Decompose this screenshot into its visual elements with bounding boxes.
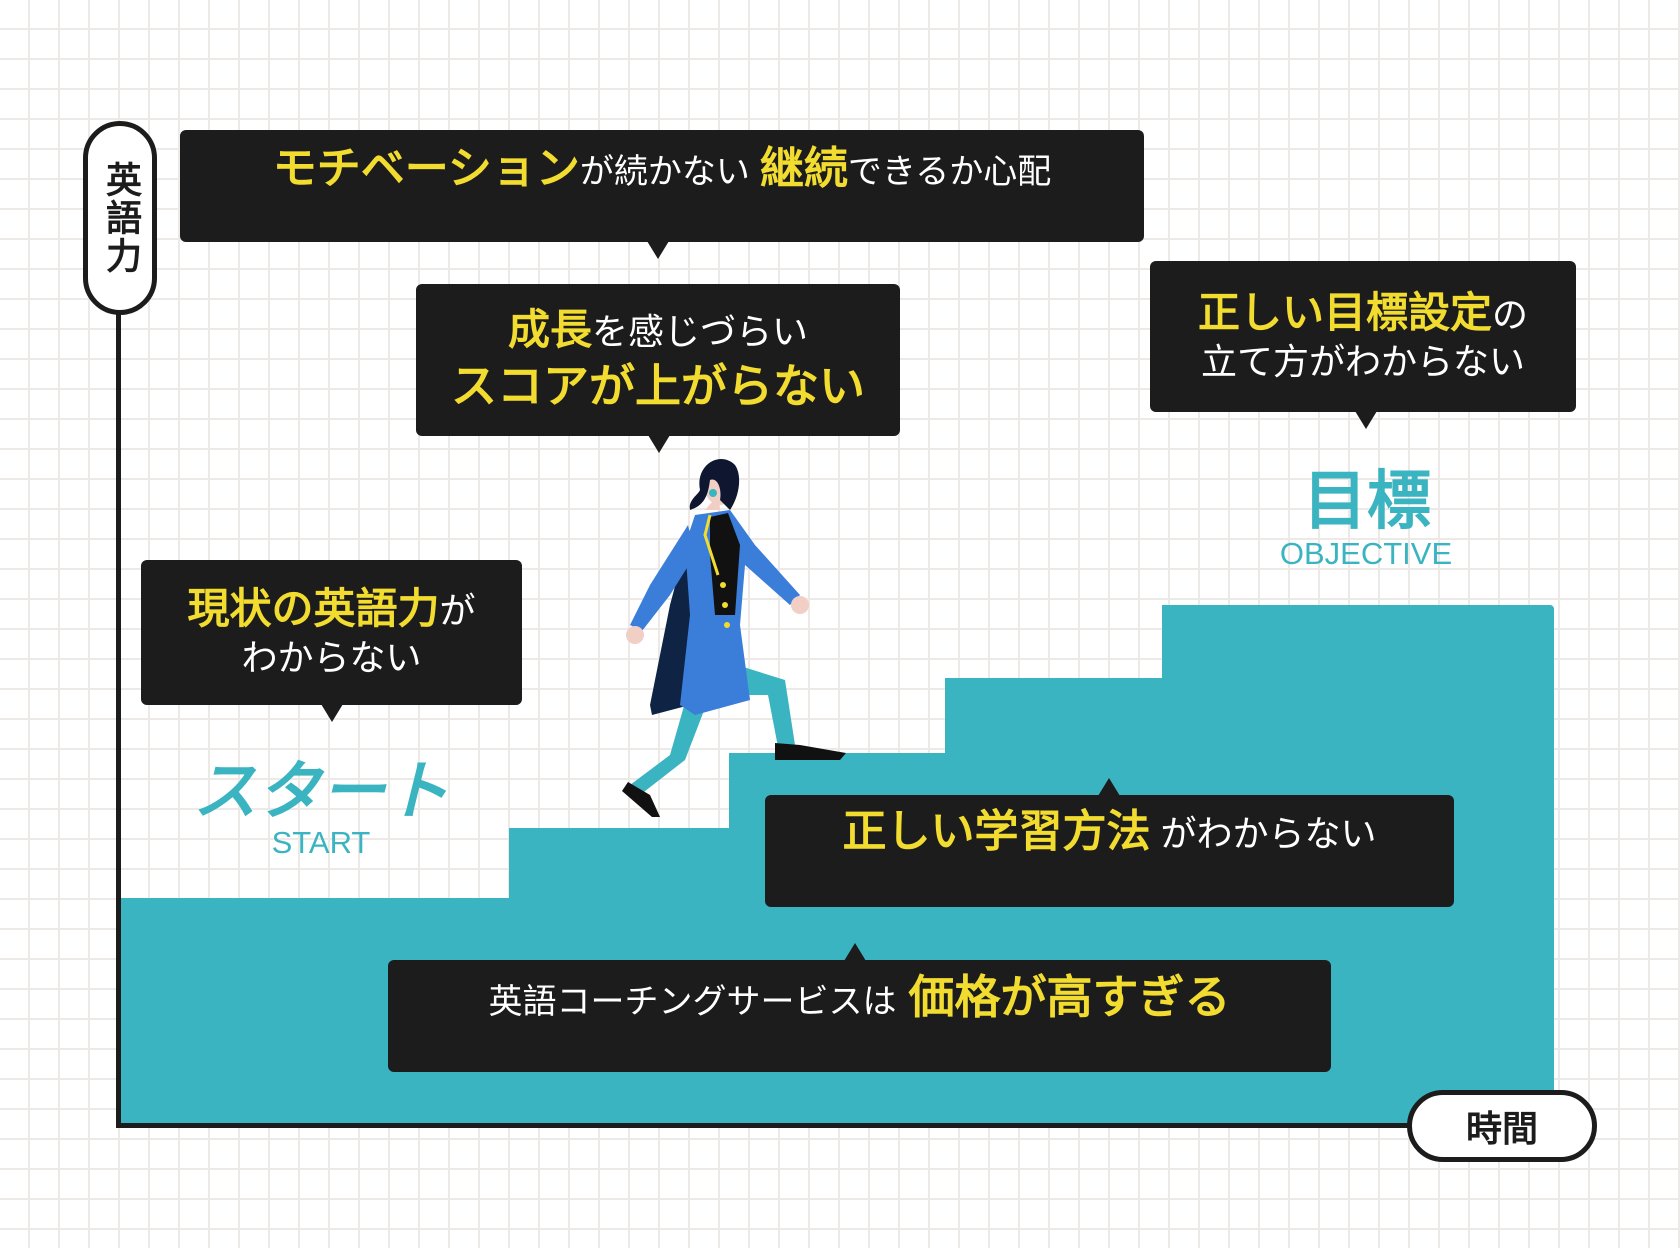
callout-text: の [1492,294,1529,336]
callout-pointer [648,435,670,453]
callout-pointer [1098,778,1120,796]
highlight-text: スコアが上がらない [451,359,865,414]
callout-text: できるか心配 [847,152,1052,192]
callout-text: がわからない [1160,814,1377,855]
callout-pointer [844,943,866,961]
y-axis-line [116,300,121,1128]
callout-pointer [647,241,669,259]
x-axis-label: 時間 [1407,1090,1597,1162]
highlight-text: 継続 [759,143,848,194]
callout-text: が [439,590,476,632]
callout-goal-setting: 正しい目標設定 の 立て方がわからない [1150,261,1576,412]
callout-method: 正しい学習方法 がわからない [765,795,1454,907]
highlight-text: 正しい学習方法 [842,806,1151,857]
callout-text: が続かない [579,152,750,192]
callout-text: 英語コーチングサービスは [488,982,897,1022]
callout-text: 立て方がわからない [1200,342,1525,384]
x-axis-line [116,1123,1416,1128]
callout-pointer [321,704,343,722]
callout-growth: 成長 を感じづらい スコアが上がらない [416,284,900,436]
callout-text: を感じづらい [592,311,809,353]
callout-motivation: モチベーション が続かない 継続 できるか心配 [180,130,1144,242]
highlight-text: 価格が高すぎる [908,970,1231,1024]
callout-current-level: 現状の英語力 が わからない [141,560,522,705]
start-label: スタート [193,755,449,829]
walking-person-illustration [622,459,846,817]
goal-label: 目標 [1303,465,1431,539]
y-axis-label: 英語力 [83,121,157,315]
callout-pointer [1355,411,1377,429]
highlight-text: 正しい目標設定 [1197,287,1492,337]
start-label-en: START [271,825,371,860]
highlight-text: 成長 [507,304,592,354]
callout-text: わからない [241,638,422,680]
goal-label-en: OBJECTIVE [1279,536,1453,571]
highlight-text: モチベーション [272,143,580,194]
callout-price: 英語コーチングサービスは 価格が高すぎる [388,960,1331,1072]
highlight-text: 現状の英語力 [187,583,440,633]
